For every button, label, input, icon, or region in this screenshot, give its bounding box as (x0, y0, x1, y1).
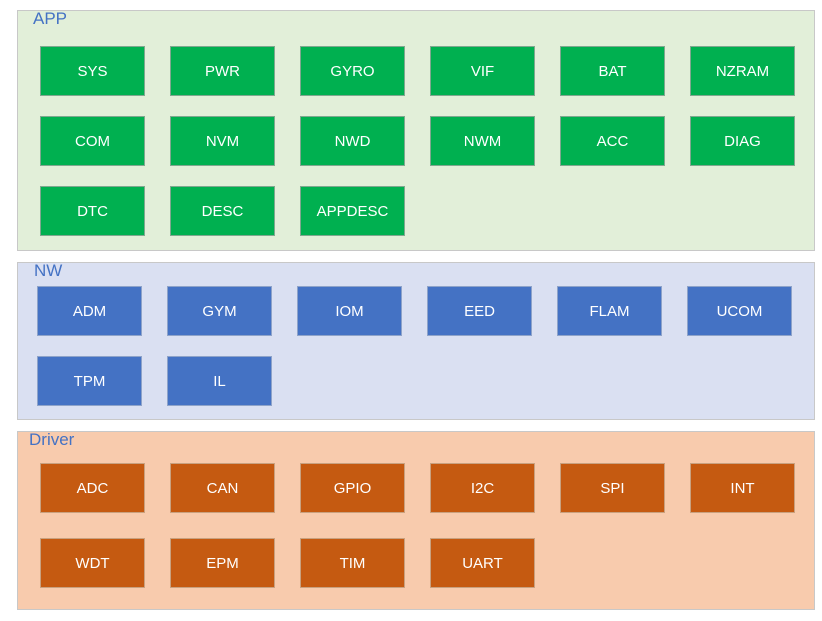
driver-block-int: INT (690, 463, 795, 513)
driver-block-i2c: I2C (430, 463, 535, 513)
driver-block-can: CAN (170, 463, 275, 513)
driver-block-epm: EPM (170, 538, 275, 588)
driver-block-wdt: WDT (40, 538, 145, 588)
nw-block-gym: GYM (167, 286, 272, 336)
driver-block-gpio: GPIO (300, 463, 405, 513)
nw-layer: NW ADM GYM IOM EED FLAM UCOM TPM IL (17, 261, 815, 420)
app-block-acc: ACC (560, 116, 665, 166)
app-block-bat: BAT (560, 46, 665, 96)
nw-block-tpm: TPM (37, 356, 142, 406)
nw-block-eed: EED (427, 286, 532, 336)
nw-block-iom: IOM (297, 286, 402, 336)
app-block-dtc: DTC (40, 186, 145, 236)
nw-block-adm: ADM (37, 286, 142, 336)
app-block-com: COM (40, 116, 145, 166)
nw-block-ucom: UCOM (687, 286, 792, 336)
app-block-nwm: NWM (430, 116, 535, 166)
app-block-appdesc: APPDESC (300, 186, 405, 236)
app-block-vif: VIF (430, 46, 535, 96)
app-block-desc: DESC (170, 186, 275, 236)
driver-block-spi: SPI (560, 463, 665, 513)
app-block-nwd: NWD (300, 116, 405, 166)
app-block-nvm: NVM (170, 116, 275, 166)
nw-block-flam: FLAM (557, 286, 662, 336)
driver-layer: Driver ADC CAN GPIO I2C SPI INT WDT EPM TIM UART (17, 430, 815, 610)
app-block-gyro: GYRO (300, 46, 405, 96)
nw-layer-title: NW (34, 261, 63, 280)
nw-block-il: IL (167, 356, 272, 406)
driver-block-uart: UART (430, 538, 535, 588)
app-block-diag: DIAG (690, 116, 795, 166)
driver-block-tim: TIM (300, 538, 405, 588)
app-block-nzram: NZRAM (690, 46, 795, 96)
app-layer-title: APP (33, 9, 68, 28)
app-block-pwr: PWR (170, 46, 275, 96)
driver-layer-title: Driver (29, 430, 75, 449)
driver-block-adc: ADC (40, 463, 145, 513)
app-block-sys: SYS (40, 46, 145, 96)
app-layer: APP SYS PWR GYRO VIF BAT NZRAM COM NVM NWD NWM ACC… (17, 9, 815, 251)
